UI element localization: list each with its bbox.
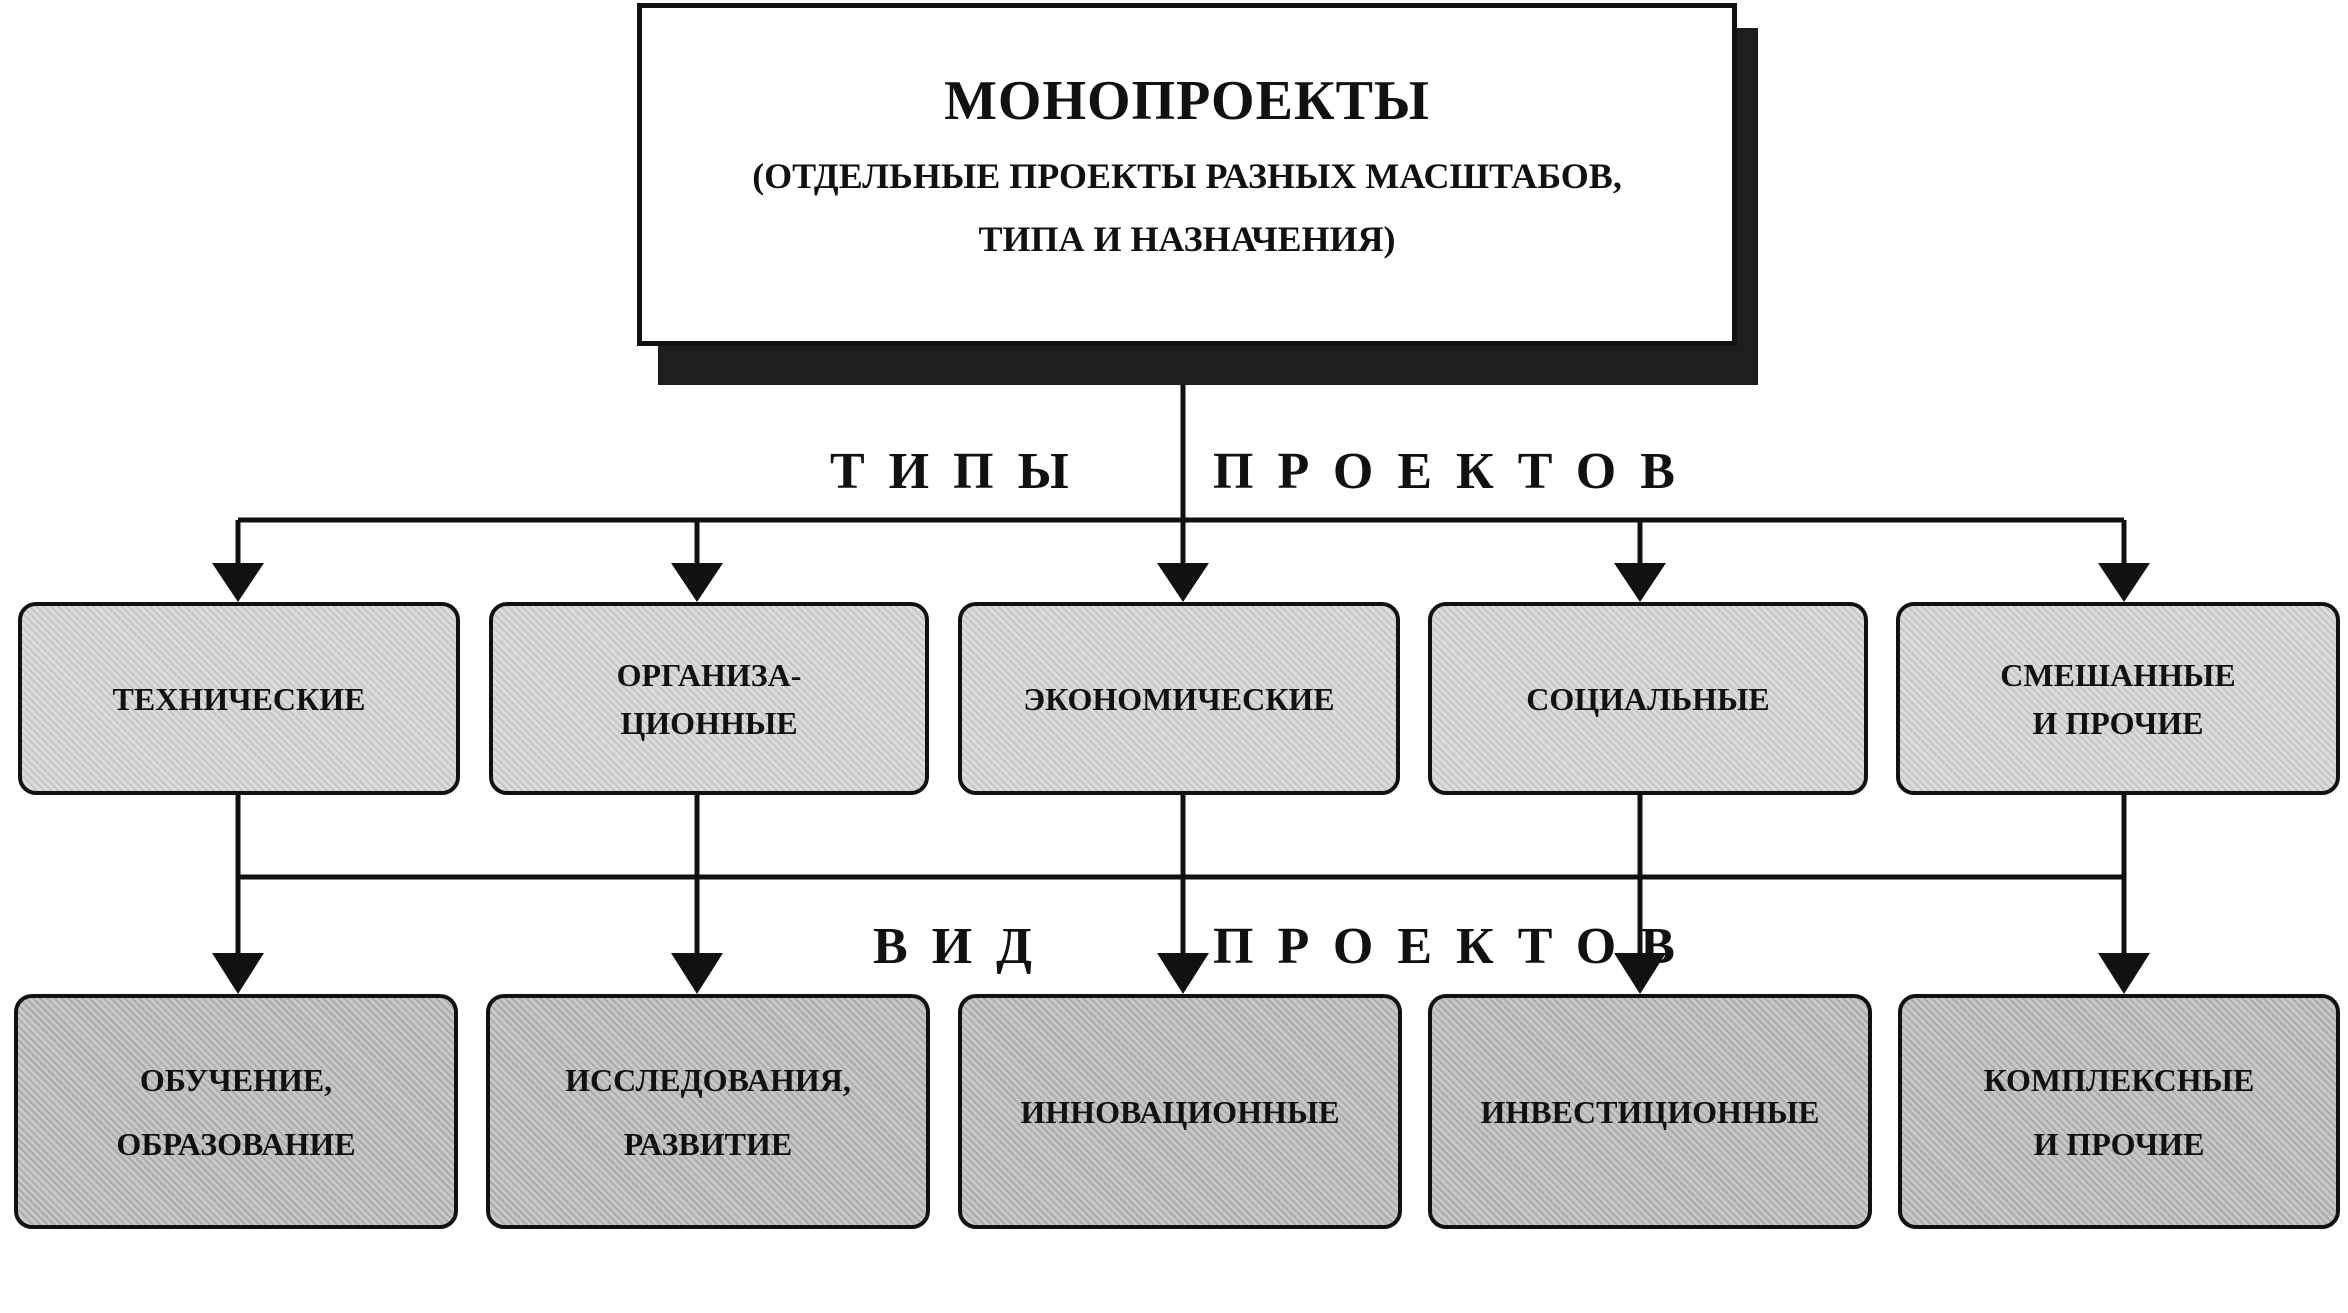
arrow-icon xyxy=(2098,953,2150,994)
kind-box-label: ОБУЧЕНИЕ, xyxy=(139,1061,333,1098)
arrow-icon xyxy=(671,953,723,994)
kind-box-label: ИССЛЕДОВАНИЯ, xyxy=(565,1061,851,1098)
type-box-technical: ТЕХНИЧЕСКИЕ xyxy=(18,602,460,795)
type-box-label: ЭКОНОМИЧЕСКИЕ xyxy=(1023,680,1335,717)
arrow-icon xyxy=(2098,563,2150,602)
top-subtitle-line1: (ОТДЕЛЬНЫЕ ПРОЕКТЫ РАЗНЫХ МАСШТАБОВ, xyxy=(752,156,1622,197)
kind-box-label: ИННОВАЦИОННЫЕ xyxy=(1020,1093,1340,1130)
kind-box-label: И ПРОЧИЕ xyxy=(2033,1125,2205,1162)
kind-box-label: КОМПЛЕКСНЫЕ xyxy=(1983,1061,2255,1098)
monoprojects-box: МОНОПРОЕКТЫ (ОТДЕЛЬНЫЕ ПРОЕКТЫ РАЗНЫХ МА… xyxy=(637,3,1737,346)
types-heading-word2: ПРОЕКТОВ xyxy=(1213,443,1699,500)
kind-box-label: РАЗВИТИЕ xyxy=(623,1125,793,1162)
type-box-label: ОРГАНИЗА- xyxy=(616,656,802,693)
kind-box-investment: ИНВЕСТИЦИОННЫЕ xyxy=(1428,994,1872,1229)
type-box-label: СМЕШАННЫЕ xyxy=(2000,656,2236,693)
type-box-label: ЦИОННЫЕ xyxy=(620,704,798,741)
kind-box-education: ОБУЧЕНИЕ, ОБРАЗОВАНИЕ xyxy=(14,994,458,1229)
type-box-economic: ЭКОНОМИЧЕСКИЕ xyxy=(958,602,1400,795)
arrow-icon xyxy=(1614,953,1666,994)
type-box-label: ТЕХНИЧЕСКИЕ xyxy=(112,680,366,717)
type-box-organizational: ОРГАНИЗА- ЦИОННЫЕ xyxy=(489,602,929,795)
kind-box-label: ОБРАЗОВАНИЕ xyxy=(116,1125,356,1162)
kinds-heading-word2: ПРОЕКТОВ xyxy=(1213,918,1699,975)
arrow-icon xyxy=(212,953,264,994)
types-heading-word1: ТИПЫ xyxy=(830,443,1093,500)
kinds-heading-word1: ВИД xyxy=(873,918,1056,975)
arrow-icon xyxy=(212,563,264,602)
kind-box-label: ИНВЕСТИЦИОННЫЕ xyxy=(1480,1093,1820,1130)
kind-box-research: ИССЛЕДОВАНИЯ, РАЗВИТИЕ xyxy=(486,994,930,1229)
arrow-icon xyxy=(1614,563,1666,602)
type-box-label: И ПРОЧИЕ xyxy=(2032,704,2204,741)
arrow-icon xyxy=(1157,563,1209,602)
type-box-label: СОЦИАЛЬНЫЕ xyxy=(1526,680,1770,717)
arrow-icon xyxy=(1157,953,1209,994)
kind-box-innovation: ИННОВАЦИОННЫЕ xyxy=(958,994,1402,1229)
type-box-mixed: СМЕШАННЫЕ И ПРОЧИЕ xyxy=(1896,602,2340,795)
kind-box-complex: КОМПЛЕКСНЫЕ И ПРОЧИЕ xyxy=(1898,994,2340,1229)
type-box-social: СОЦИАЛЬНЫЕ xyxy=(1428,602,1868,795)
top-subtitle-line2: ТИПА И НАЗНАЧЕНИЯ) xyxy=(978,219,1396,260)
arrow-icon xyxy=(671,563,723,602)
top-title: МОНОПРОЕКТЫ xyxy=(944,69,1430,132)
